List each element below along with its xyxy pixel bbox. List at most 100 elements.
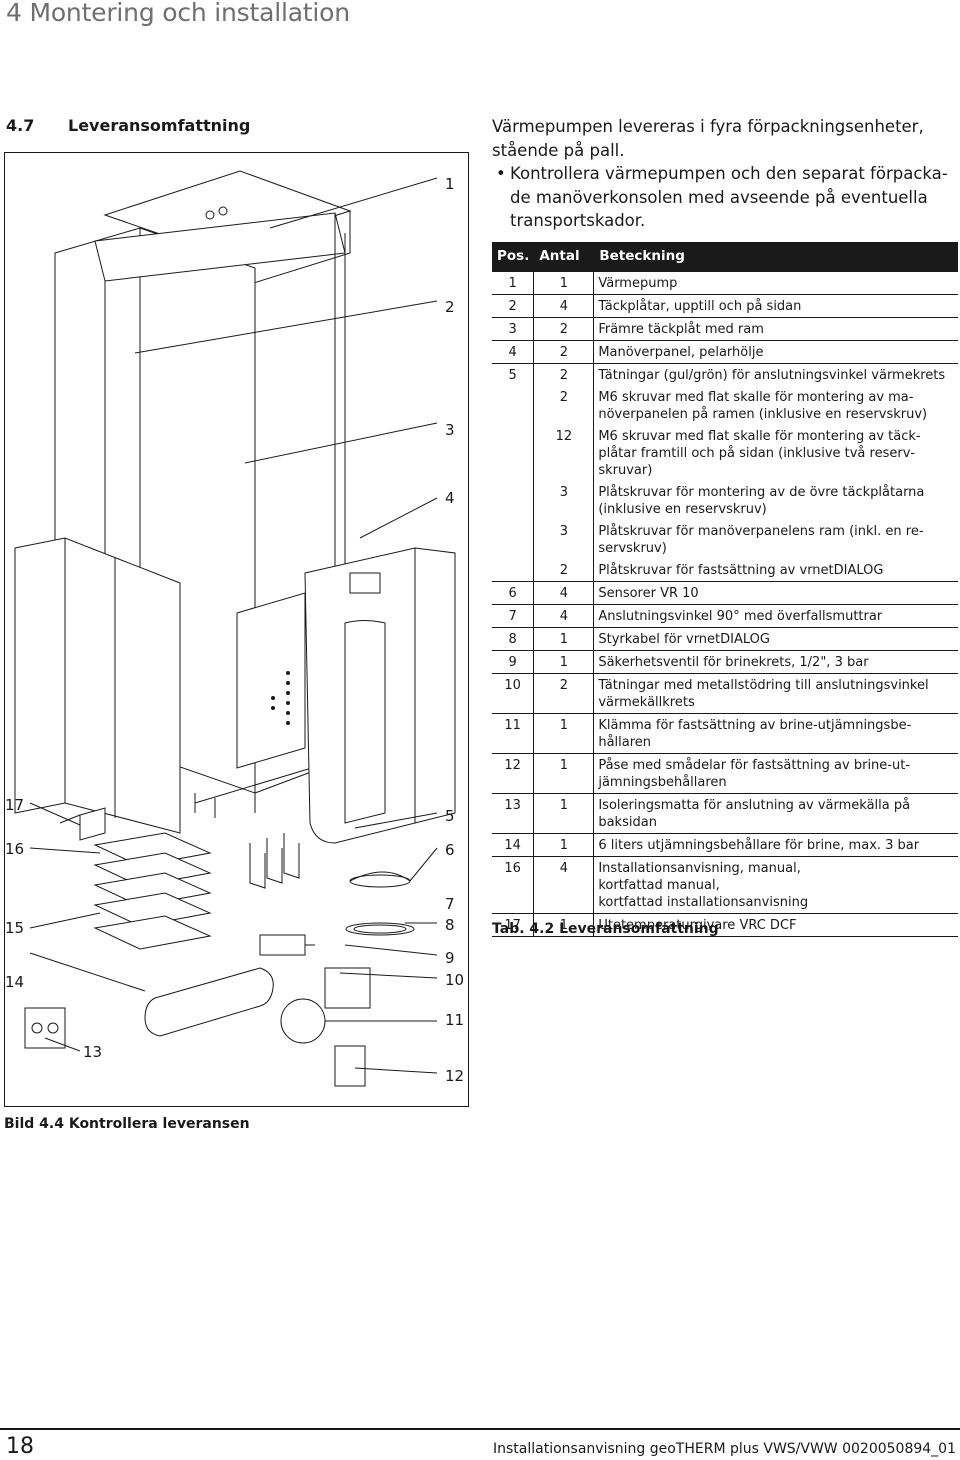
table-cell-qty: 1	[533, 793, 594, 834]
callout-10: 10	[445, 971, 465, 989]
side-cover-panels	[54, 212, 346, 794]
table-cell-qty: 2	[533, 363, 594, 386]
table-cell-desc: M6 skruvar med flat skalle för montering…	[593, 386, 958, 425]
table-cell-pos	[492, 386, 534, 425]
insulation-mat	[24, 1007, 66, 1049]
table-cell-desc: Värmepump	[593, 271, 958, 295]
table-caption: Tab. 4.2 Leveransomfattning	[492, 921, 719, 937]
table-cell-pos: 3	[492, 317, 534, 341]
page-number: 18	[6, 1434, 34, 1459]
table-cell-pos: 8	[492, 627, 534, 651]
table-cell-pos	[492, 520, 534, 559]
table-cell-desc: Manöverpanel, pelarhölje	[593, 340, 958, 364]
table-cell-qty: 4	[533, 581, 594, 605]
table-cell-desc: M6 skruvar med flat skalle för montering…	[593, 425, 958, 481]
small-parts-bag	[334, 1045, 366, 1087]
table-cell-pos	[492, 425, 534, 481]
table-cell-qty: 1	[533, 271, 594, 295]
intro-text: Värmepumpen levereras i fyra förpackning…	[492, 115, 954, 233]
callout-14: 14	[5, 973, 25, 991]
table-cell-pos: 1	[492, 271, 534, 295]
table-cell-desc: Säkerhetsventil för brinekrets, 1/2", 3 …	[593, 650, 958, 674]
callout-8: 8	[445, 916, 455, 934]
table-cell-pos: 2	[492, 294, 534, 318]
table-cell-desc: Klämma för fastsättning av brine-utjämni…	[593, 713, 958, 754]
table-cell-pos: 13	[492, 793, 534, 834]
heat-pump-frame	[194, 213, 346, 818]
table-cell-pos: 16	[492, 856, 534, 914]
table-cell-desc: Utetemperaturgivare VRC DCF	[593, 913, 958, 937]
callout-17: 17	[5, 796, 25, 814]
callout-16: 16	[5, 840, 25, 858]
table-cell-pos: 10	[492, 673, 534, 714]
bullet-marker: •	[496, 164, 506, 183]
control-cable-coil	[345, 922, 415, 936]
table-cell-desc: Sensorer VR 10	[593, 581, 958, 605]
callout-leaders	[29, 177, 438, 1074]
table-cell-desc: Tätningar (gul/grön) för anslutningsvink…	[593, 363, 958, 386]
table-cell-qty: 1	[533, 650, 594, 674]
table-cell-qty: 4	[533, 294, 594, 318]
chapter-title: 4 Montering och installation	[6, 0, 350, 27]
callout-3: 3	[445, 421, 455, 439]
table-cell-desc: Påse med smådelar för fastsättning av br…	[593, 753, 958, 794]
table-cell-pos: 7	[492, 604, 534, 628]
table-cell-qty: 1	[533, 753, 594, 794]
callout-15: 15	[5, 919, 25, 937]
figure-caption: Bild 4.4 Kontrollera leveransen	[4, 1116, 250, 1132]
sensor-box	[59, 807, 106, 841]
manual-stack	[93, 832, 212, 950]
tank-clamp	[280, 998, 326, 1044]
table-cell-pos: 6	[492, 581, 534, 605]
sensor-cable-coil	[349, 871, 411, 888]
footer-text: Installationsanvisning geoTHERM plus VWS…	[493, 1441, 956, 1457]
intro-paragraph: Värmepumpen levereras i fyra förpackning…	[492, 117, 924, 160]
table-cell-qty: 3	[533, 481, 594, 520]
intro-bullet-text: Kontrollera värmepumpen och den separat …	[510, 164, 948, 230]
table-cell-desc: Täckplåtar, upptill och på sidan	[593, 294, 958, 318]
table-cell-qty: 3	[533, 520, 594, 559]
table-cell-pos: 17	[492, 913, 534, 937]
table-cell-desc: Plåtskruvar för fastsättning av vrnetDIA…	[593, 559, 958, 582]
delivery-illustration	[14, 170, 456, 1087]
table-cell-desc: Tätningar med metallstödring till anslut…	[593, 673, 958, 714]
footer-divider	[0, 1428, 960, 1430]
table-cell-qty: 2	[533, 340, 594, 364]
safety-valve	[259, 934, 315, 956]
table-cell-desc: Plåtskruvar för manöverpanelens ram (ink…	[593, 520, 958, 559]
callout-4: 4	[445, 489, 455, 507]
table-cell-pos	[492, 559, 534, 582]
section-title: Leveransomfattning	[68, 116, 251, 135]
table-cell-desc: Installationsanvisning, manual, kortfatt…	[593, 856, 958, 914]
table-cell-qty: 1	[533, 713, 594, 754]
table-cell-pos: 5	[492, 363, 534, 386]
table-cell-desc: Isoleringsmatta för anslutning av värmek…	[593, 793, 958, 834]
callout-9: 9	[445, 949, 455, 967]
table-cell-pos: 4	[492, 340, 534, 364]
table-cell-desc: 6 liters utjämningsbehållare för brine, …	[593, 833, 958, 857]
header-desc: Beteckning	[593, 242, 958, 272]
intro-bullet: • Kontrollera värmepumpen och den separa…	[492, 162, 954, 233]
table-cell-desc: Styrkabel för vrnetDIALOG	[593, 627, 958, 651]
table-cell-qty: 1	[533, 913, 594, 937]
front-column-cover	[304, 547, 456, 844]
